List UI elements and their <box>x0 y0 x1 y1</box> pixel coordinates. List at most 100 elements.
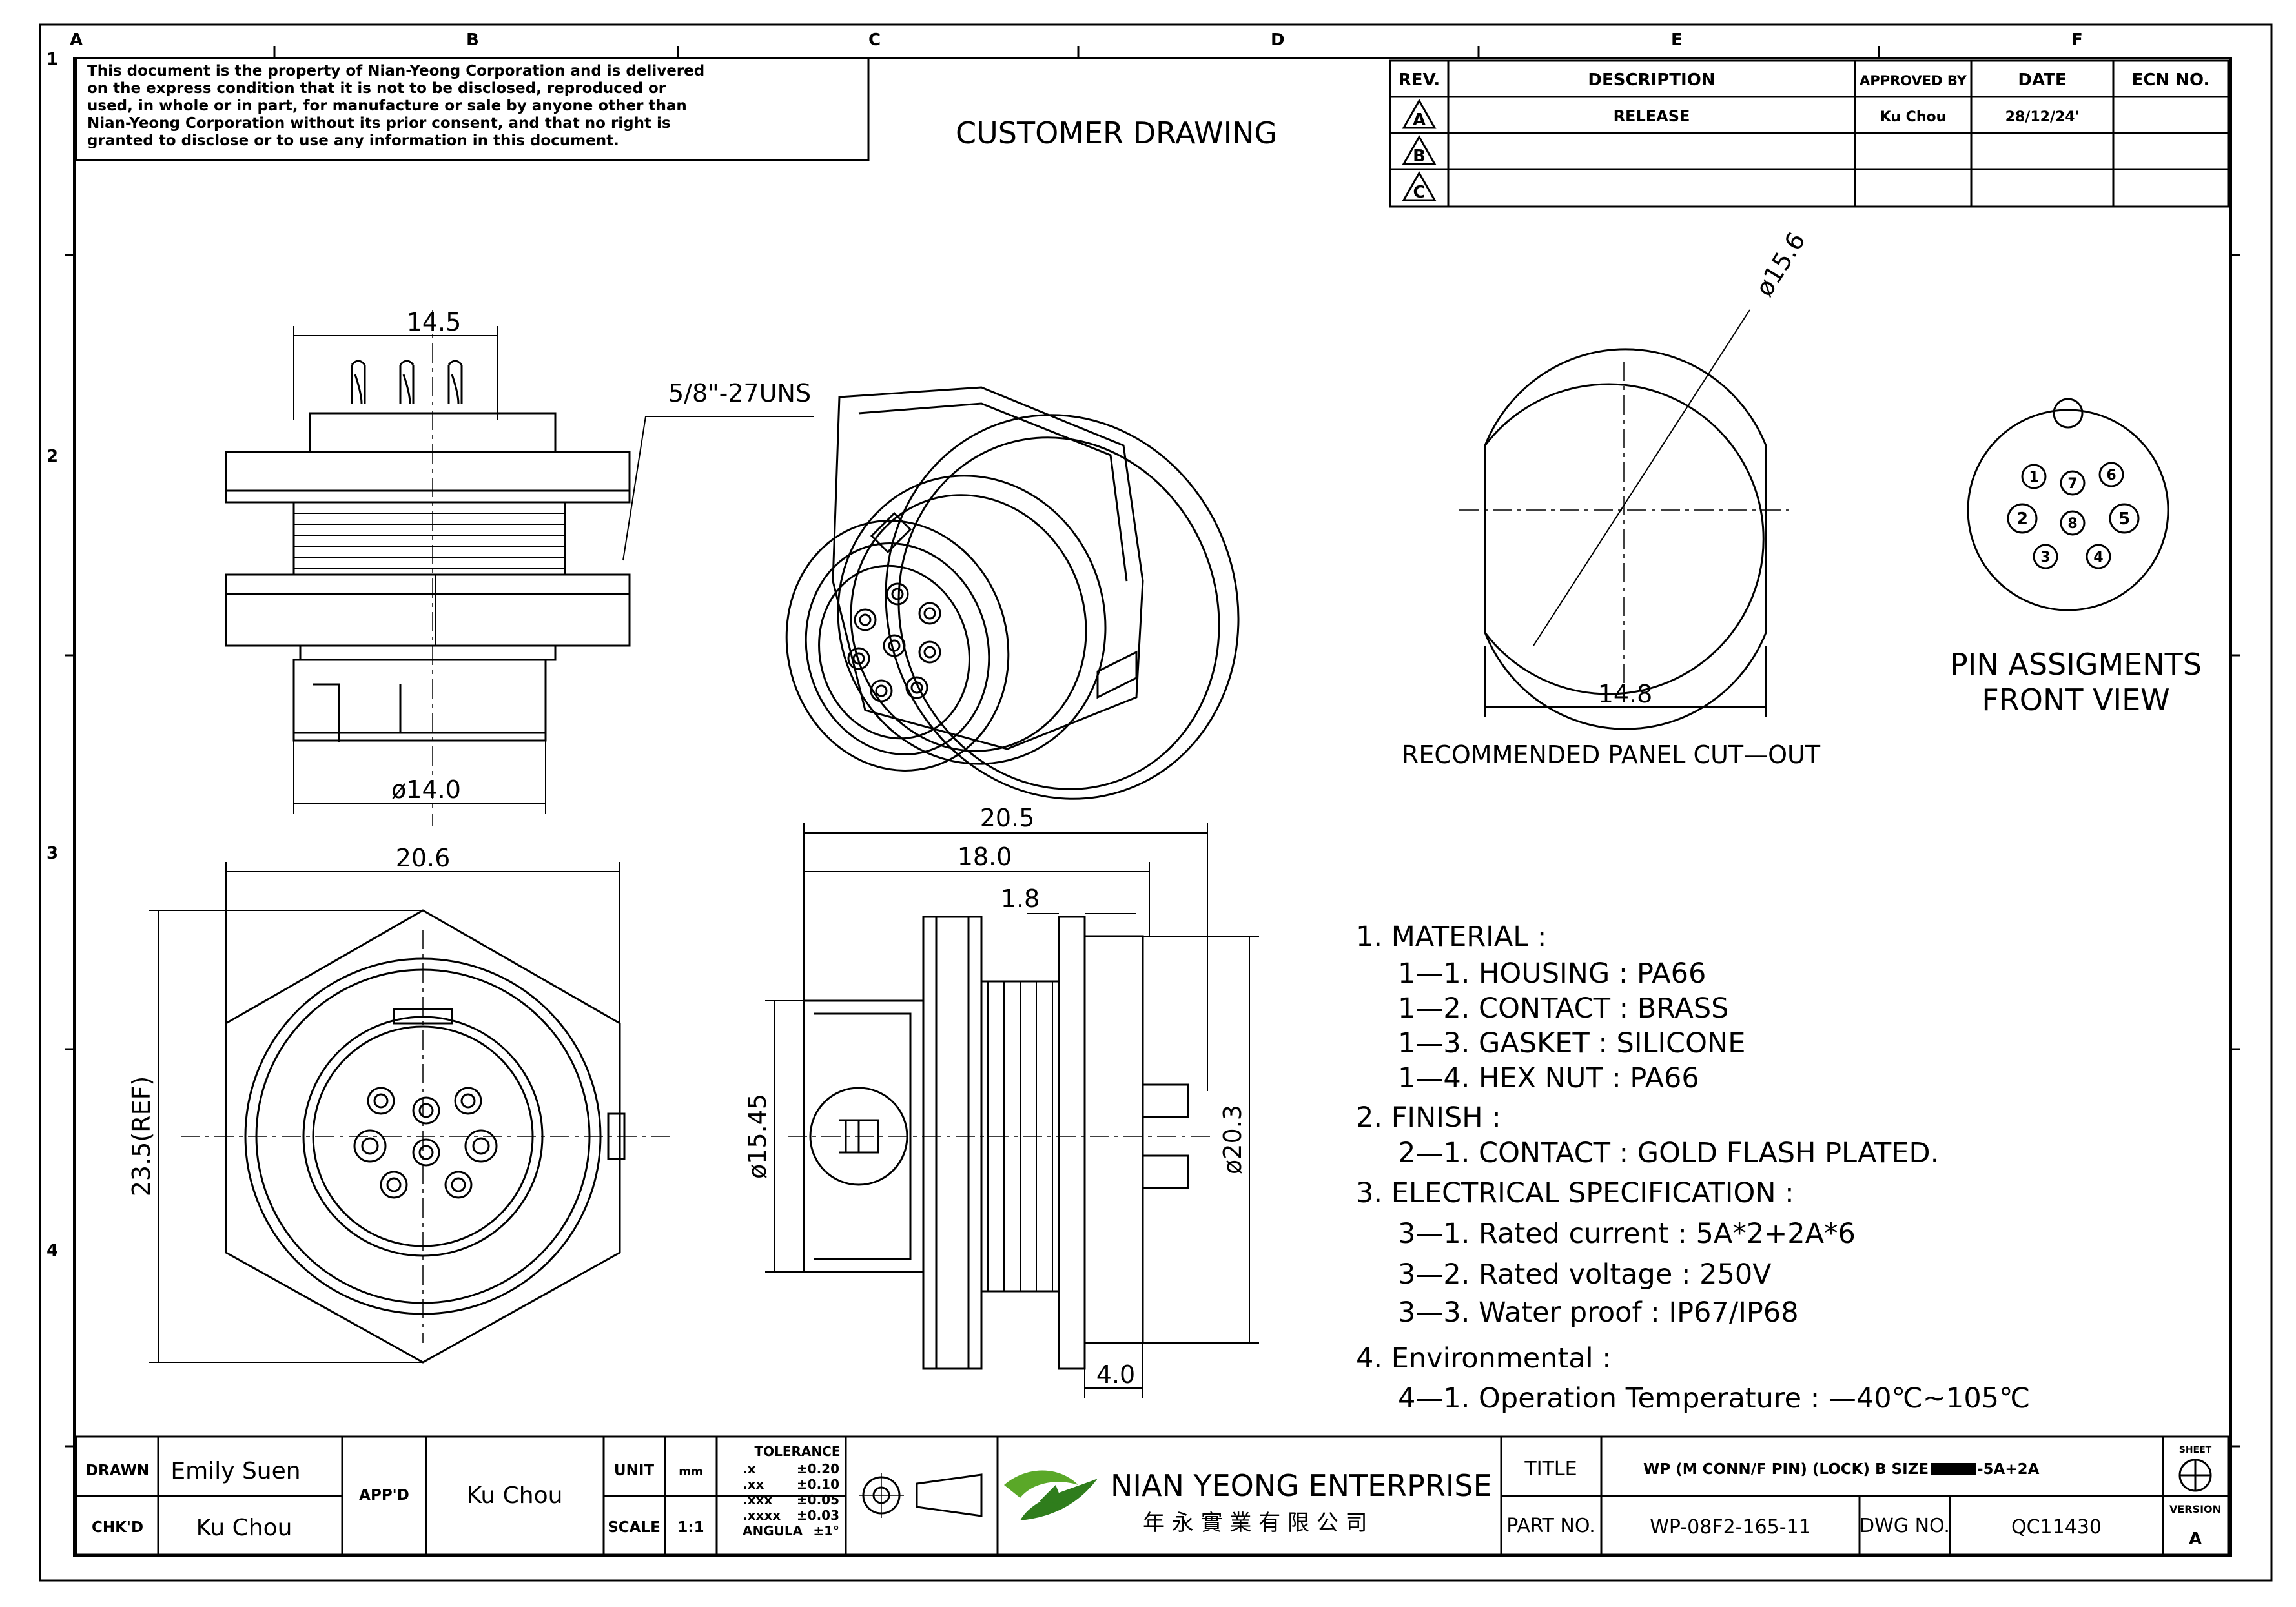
row-number-1: 1 <box>46 50 58 69</box>
note-line: 4. Environmental : <box>1356 1342 1612 1375</box>
tolerance-title: TOLERANCE <box>754 1444 840 1459</box>
rev-b-letter: B <box>1413 147 1426 166</box>
outer-frame <box>39 23 2273 1582</box>
tol-value: ±0.05 <box>797 1492 839 1508</box>
pin-assignment-view <box>1967 398 2169 611</box>
dim-side-bottom-dia: ø14.0 <box>391 775 461 804</box>
dim-flange-thk: 1.8 <box>1001 885 1040 913</box>
pin-label-3: 3 <box>2040 549 2050 566</box>
front-hex-view <box>149 862 671 1364</box>
title-suffix: -5A+2A <box>1977 1461 2040 1478</box>
note-line: 1—4. HEX NUT : PA66 <box>1398 1062 1699 1094</box>
drawing-type: CUSTOMER DRAWING <box>956 116 1277 150</box>
company-name-en: NIAN YEONG ENTERPRISE <box>1111 1468 1492 1503</box>
rev-a-description: RELEASE <box>1614 107 1690 125</box>
drawn-by: Emily Suen <box>170 1458 300 1484</box>
note-line: 3. ELECTRICAL SPECIFICATION : <box>1356 1177 1794 1209</box>
pin-label-1: 1 <box>2029 469 2038 486</box>
tol-value: ±0.10 <box>797 1477 839 1492</box>
note-line: 3—2. Rated voltage : 250V <box>1398 1258 1772 1291</box>
date-header: DATE <box>2018 70 2066 90</box>
notice-line: This document is the property of Nian-Ye… <box>87 63 704 79</box>
notes: 1. MATERIAL : 1—1. HOUSING : PA66 1—2. C… <box>1356 921 2030 1415</box>
part-number: WP-08F2-165-11 <box>1650 1516 1811 1539</box>
row-number-4: 4 <box>46 1241 58 1260</box>
note-line: 1. MATERIAL : <box>1356 921 1546 953</box>
isometric-view <box>785 386 1240 800</box>
company-logo <box>1004 1470 1098 1520</box>
pin-label-7: 7 <box>2067 476 2077 492</box>
approved-by-header: APPROVED BY <box>1860 73 1967 88</box>
row-number-3: 3 <box>46 844 58 863</box>
unit-value: mm <box>679 1465 703 1479</box>
title-block <box>75 1435 2229 1556</box>
version-label: VERSION <box>2169 1503 2221 1515</box>
col-letter-e: E <box>1671 30 1683 50</box>
pin-subtitle: FRONT VIEW <box>1982 682 2169 717</box>
notice-line: granted to disclose or to use any inform… <box>87 132 619 149</box>
company-name-zh: 年 永 實 業 有 限 公 司 <box>1143 1510 1368 1536</box>
rev-a-date: 28/12/24' <box>2005 109 2080 125</box>
col-letter-b: B <box>466 30 479 50</box>
panel-cutout <box>1459 309 1789 730</box>
rev-header: REV. <box>1399 70 1440 90</box>
scale-label: SCALE <box>608 1519 661 1536</box>
notice-box <box>75 57 870 161</box>
notice-line: Nian-Yeong Corporation without its prior… <box>87 115 671 132</box>
approved-by: Ku Chou <box>467 1482 563 1509</box>
tol-key: .x <box>743 1461 756 1477</box>
chkd-label: CHK'D <box>92 1519 143 1536</box>
pin-label-5: 5 <box>2118 509 2130 529</box>
rev-a-approved-by: Ku Chou <box>1880 109 1947 125</box>
dim-panel-dia: ø15.6 <box>1750 227 1810 302</box>
title-redaction <box>1931 1463 1976 1475</box>
ecn-header: ECN NO. <box>2132 70 2210 90</box>
dim-tail-length: 4.0 <box>1096 1360 1135 1389</box>
rev-c-letter: C <box>1413 183 1425 202</box>
tol-value: ±0.03 <box>797 1508 839 1523</box>
col-letter-a: A <box>70 30 83 50</box>
tol-key: .xxx <box>743 1492 772 1508</box>
notice-line: on the express condition that it is not … <box>87 80 666 97</box>
sheet-label: SHEET <box>2179 1445 2212 1455</box>
title-label: TITLE <box>1524 1458 1577 1480</box>
note-line: 3—1. Rated current : 5A*2+2A*6 <box>1398 1218 1856 1250</box>
tol-key: .xxxx <box>743 1508 781 1523</box>
tol-key: ANGULA <box>743 1523 803 1539</box>
drawing-number: QC11430 <box>2011 1516 2102 1539</box>
description-header: DESCRIPTION <box>1588 70 1715 90</box>
revision-table <box>1389 59 2229 208</box>
note-line: 1—3. GASKET : SILICONE <box>1398 1027 1745 1059</box>
dim-hex-width: 20.6 <box>396 844 451 872</box>
dim-hex-height: 23.5(REF) <box>127 1076 156 1197</box>
note-line: 1—2. CONTACT : BRASS <box>1398 992 1728 1025</box>
appd-label: APP'D <box>359 1487 409 1504</box>
note-line: 3—3. Water proof : IP67/IP68 <box>1398 1296 1799 1329</box>
tol-value: ±0.20 <box>797 1461 839 1477</box>
dim-body-length: 18.0 <box>958 843 1012 871</box>
col-letter-f: F <box>2071 30 2083 50</box>
dim-rear-dia: ø20.3 <box>1218 1105 1247 1174</box>
rev-a-letter: A <box>1413 110 1426 130</box>
title-value: WP (M CONN/F PIN) (LOCK) B SIZE <box>1643 1461 1929 1478</box>
pin-label-8: 8 <box>2067 516 2077 532</box>
drawn-label: DRAWN <box>86 1462 149 1479</box>
side-view <box>225 310 814 826</box>
inner-frame <box>73 57 2232 1557</box>
version-value: A <box>2189 1530 2202 1549</box>
row-number-2: 2 <box>46 447 58 466</box>
section-side-view <box>765 823 1259 1398</box>
dim-side-top-width: 14.5 <box>407 308 462 336</box>
unit-label: UNIT <box>614 1462 654 1479</box>
note-line: 2—1. CONTACT : GOLD FLASH PLATED. <box>1398 1137 1939 1169</box>
note-line: 4—1. Operation Temperature : —40℃~105℃ <box>1398 1382 2030 1415</box>
pin-label-2: 2 <box>2016 509 2028 529</box>
dim-overall-length: 20.5 <box>980 804 1035 832</box>
dim-panel-width: 14.8 <box>1598 680 1653 708</box>
dim-front-dia: ø15.45 <box>743 1094 772 1179</box>
scale-value: 1:1 <box>677 1519 704 1536</box>
notice-line: used, in whole or in part, for manufactu… <box>87 97 687 114</box>
dim-thread: 5/8"-27UNS <box>668 379 811 407</box>
dwg-no-label: DWG NO. <box>1860 1515 1950 1537</box>
